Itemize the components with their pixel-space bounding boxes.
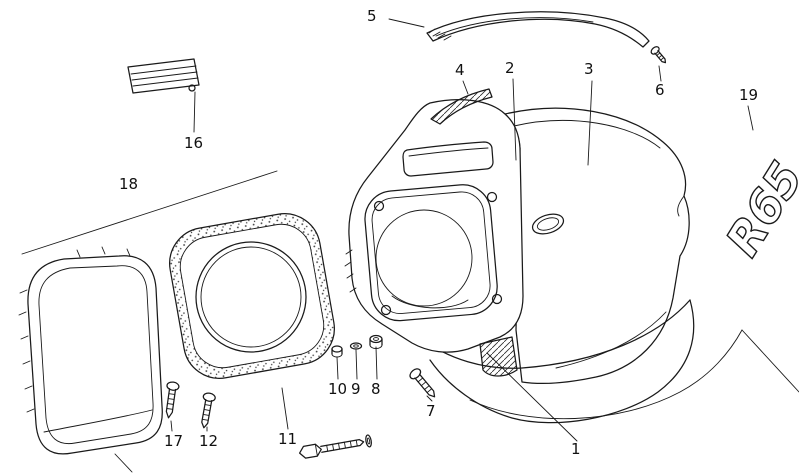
clip-10	[331, 345, 343, 358]
part-label-19: 19	[739, 86, 759, 104]
windscreen	[18, 246, 163, 473]
headlight-surround	[169, 213, 335, 379]
part-label-8: 8	[371, 380, 381, 398]
nut-8	[369, 334, 383, 349]
part-label-7: 7	[426, 402, 436, 420]
fairing-side-panel	[504, 107, 690, 384]
fairing-front-frame	[344, 99, 524, 377]
part-label-4: 4	[455, 61, 465, 79]
washer-9	[349, 342, 363, 350]
part-label-10: 10	[328, 380, 348, 398]
r65-logo-text: R65	[715, 152, 799, 265]
part-label-5: 5	[367, 7, 377, 25]
part-label-18: 18	[119, 175, 139, 193]
part-label-16: 16	[184, 134, 204, 152]
part-label-3: 3	[584, 60, 594, 78]
ventilation-grille	[127, 58, 200, 94]
screw-12	[201, 392, 216, 429]
lower-cowl	[417, 299, 799, 424]
windshield-molding	[426, 11, 650, 48]
part-label-9: 9	[351, 380, 361, 398]
part-label-1: 1	[571, 440, 581, 458]
part-label-12: 12	[199, 432, 219, 450]
screw-17	[165, 381, 180, 419]
leader-lines	[21, 18, 754, 442]
bolt	[298, 434, 372, 459]
part-label-2: 2	[505, 59, 515, 77]
screw-6	[650, 46, 667, 64]
screw-7	[409, 368, 436, 398]
part-label-11: 11	[278, 430, 298, 448]
part-label-17: 17	[164, 432, 184, 450]
bracket	[430, 88, 493, 125]
part-label-6: 6	[655, 81, 665, 99]
r65-logo: R65	[714, 152, 799, 266]
